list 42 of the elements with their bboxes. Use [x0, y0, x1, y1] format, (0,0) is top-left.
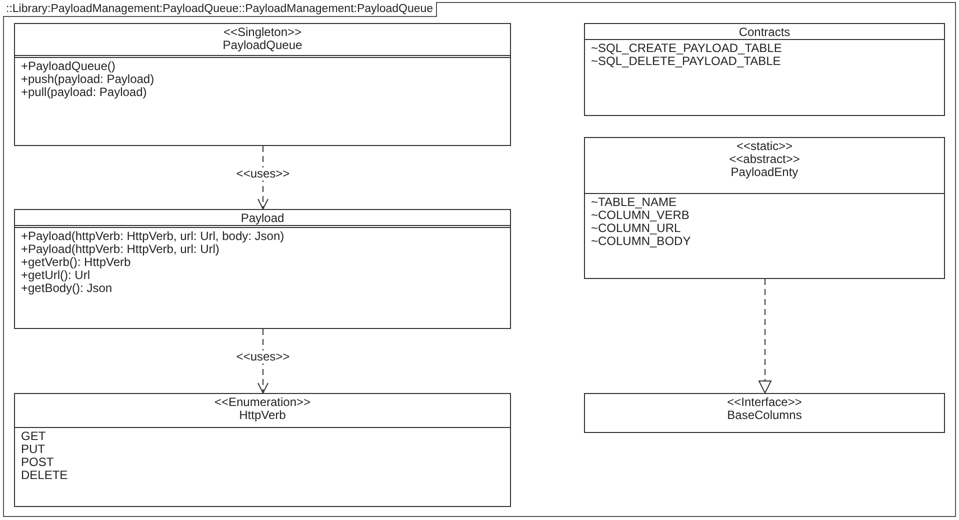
class-member: +PayloadQueue() [21, 60, 116, 73]
class-box [584, 393, 945, 433]
class-member: +pull(payload: Payload) [21, 86, 147, 99]
stereotype-label: <<abstract>> [729, 153, 800, 166]
class-box [584, 137, 945, 279]
class-name: PayloadEnty [730, 166, 798, 179]
class-member: ~COLUMN_VERB [591, 209, 690, 222]
class-member: +getVerb(): HttpVerb [21, 256, 131, 269]
realization-arrow [758, 278, 772, 394]
enum-literal: DELETE [21, 469, 68, 482]
enum-literal: GET [21, 430, 46, 443]
class-box [14, 209, 511, 329]
class-member: ~COLUMN_BODY [591, 235, 691, 248]
class-name: Contracts [738, 26, 790, 39]
enum-literal: PUT [21, 443, 45, 456]
class-name: HttpVerb [239, 409, 286, 422]
class-box [14, 23, 511, 146]
class-member: +Payload(httpVerb: HttpVerb, url: Url, body: Json) [21, 230, 284, 243]
dependency-arrow [258, 328, 268, 394]
stereotype-label: <<Interface>> [727, 396, 802, 409]
class-member: ~TABLE_NAME [591, 196, 676, 209]
edge-label: <<uses>> [234, 350, 292, 364]
package-frame [3, 2, 956, 517]
stereotype-label: <<static>> [736, 140, 793, 153]
class-member: ~SQL_CREATE_PAYLOAD_TABLE [591, 42, 782, 55]
edge-label: <<uses>> [234, 167, 292, 180]
enum-literal: POST [21, 456, 54, 469]
class-box [584, 23, 945, 116]
stereotype-label: <<Singleton>> [223, 26, 302, 39]
class-name: PayloadQueue [222, 39, 302, 52]
package-name: ::Library:PayloadManagement:PayloadQueue::PayloadManagement:PayloadQueue [3, 2, 438, 17]
class-member: +push(payload: Payload) [21, 73, 154, 86]
dependency-arrow [258, 146, 268, 210]
class-member: +Payload(httpVerb: HttpVerb, url: Url) [21, 243, 220, 256]
stereotype-label: <<Enumeration>> [214, 396, 311, 409]
class-member: +getUrl(): Url [21, 269, 90, 282]
class-name: Payload [240, 212, 284, 225]
class-member: +getBody(): Json [21, 282, 112, 295]
class-box [14, 393, 511, 507]
class-member: ~COLUMN_URL [591, 222, 681, 235]
class-name: BaseColumns [727, 409, 802, 422]
class-member: ~SQL_DELETE_PAYLOAD_TABLE [591, 55, 781, 68]
